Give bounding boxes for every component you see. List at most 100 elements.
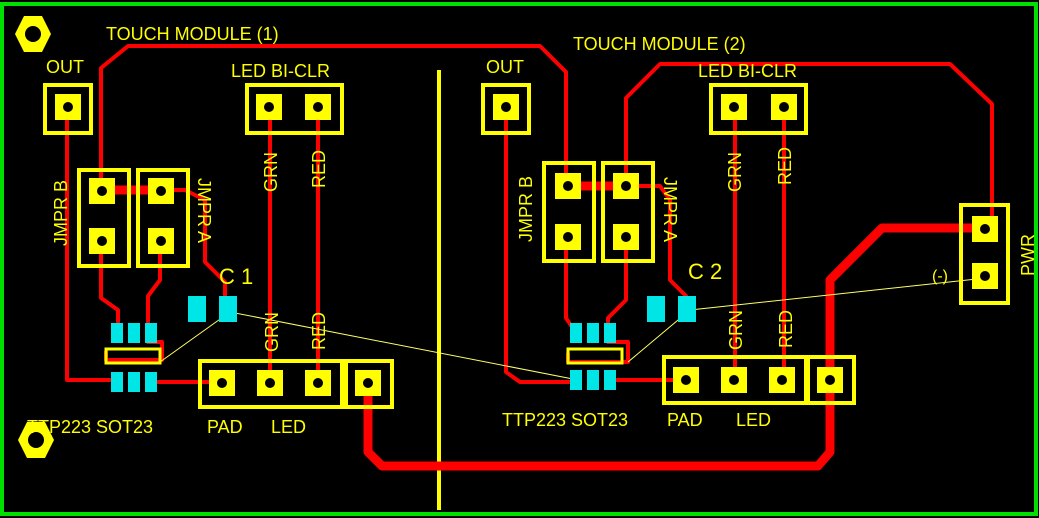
smd-pad: [570, 323, 582, 343]
smd-pad: [128, 372, 140, 392]
pwr-conn-outline: [806, 355, 856, 405]
trace: [504, 103, 576, 384]
jmpr-a-label: JMPR A: [194, 178, 214, 243]
cap-label: C 2: [688, 259, 722, 284]
smd-pad: [647, 296, 665, 322]
drill-hole: [729, 102, 739, 112]
drill-hole: [363, 378, 373, 388]
ttp223-label: TTP223 SOT23: [502, 410, 628, 430]
drill-hole: [980, 271, 990, 281]
out-label: OUT: [46, 57, 84, 77]
drill-hole: [313, 378, 323, 388]
module-title: TOUCH MODULE (2): [573, 34, 746, 54]
trace: [158, 188, 227, 310]
trace: [65, 103, 112, 382]
jmpr-b-label: JMPR B: [51, 180, 71, 246]
out-label: OUT: [486, 57, 524, 77]
module-title: TOUCH MODULE (1): [106, 24, 279, 44]
trace: [99, 44, 568, 192]
out-header-outline: [43, 83, 93, 135]
grn-label-lower: GRN: [262, 312, 282, 352]
drill-hole: [264, 102, 274, 112]
jmpr-a-label: JMPR A: [660, 177, 680, 242]
grn-label: GRN: [725, 152, 745, 192]
red-label-lower: RED: [776, 310, 796, 348]
jmpr-a-outline: [136, 168, 190, 268]
smd-pad: [219, 296, 237, 322]
led-biclr-header-outline: [709, 83, 808, 135]
grn-label: GRN: [261, 152, 281, 192]
drill-hole: [313, 102, 323, 112]
jmpr-b-outline: [77, 168, 131, 268]
neg-label: (-): [932, 268, 948, 285]
drill-hole: [729, 375, 739, 385]
pwr-header-outline: [959, 203, 1010, 305]
drill-hole: [563, 232, 573, 242]
led-label: LED: [736, 410, 771, 430]
drill-hole: [681, 375, 691, 385]
trace: [146, 238, 162, 332]
smd-pad: [145, 323, 157, 343]
drill-hole: [156, 186, 166, 196]
smd-pad: [145, 372, 157, 392]
grn-label-lower: GRN: [726, 310, 746, 350]
red-label: RED: [309, 150, 329, 188]
drill-hole: [501, 102, 511, 112]
smd-pad: [678, 296, 696, 322]
smd-pad: [604, 370, 616, 390]
led-biclr-header-outline: [245, 83, 344, 135]
labels-module-2: TOUCH MODULE (2) OUT LED BI-CLR GRN RED …: [486, 34, 797, 430]
mounting-hole-bottom-left: [18, 422, 54, 458]
jmpr-b-label: JMPR B: [516, 176, 536, 242]
smd-pad: [604, 323, 616, 343]
smd-pad: [111, 372, 123, 392]
ttp223-outline: [566, 347, 624, 365]
drill-hole: [97, 186, 107, 196]
smd-pad: [587, 323, 599, 343]
drill-hole: [980, 224, 990, 234]
led-biclr-label: LED BI-CLR: [698, 61, 797, 81]
jmpr-b-outline: [542, 161, 596, 263]
power-trace: [363, 223, 987, 471]
labels-module-1: TOUCH MODULE (1) OUT LED BI-CLR GRN RED …: [27, 24, 330, 437]
drill-hole: [779, 102, 789, 112]
led-label: LED: [271, 417, 306, 437]
smd-pad: [128, 323, 140, 343]
trace: [99, 238, 120, 332]
cap-label: C 1: [219, 264, 253, 289]
labels-power: PWR (-): [932, 234, 1038, 285]
ttp223-label: TTP223 SOT23: [27, 417, 153, 437]
drill-hole: [156, 236, 166, 246]
drill-hole: [621, 232, 631, 242]
led-biclr-label: LED BI-CLR: [231, 61, 330, 81]
pad-label: PAD: [207, 417, 243, 437]
pwr-label: PWR: [1018, 234, 1038, 276]
smd-pad: [111, 323, 123, 343]
ttp223-outline: [104, 347, 162, 365]
smd-pad: [587, 370, 599, 390]
drill-hole: [217, 378, 227, 388]
silkscreen: [43, 83, 1010, 409]
mounting-hole-top-left: [15, 16, 51, 52]
smd-pad: [570, 370, 582, 390]
jmpr-a-outline: [601, 161, 655, 263]
red-label-lower: RED: [309, 312, 329, 350]
drill-hole: [265, 378, 275, 388]
pad-label: PAD: [667, 410, 703, 430]
red-label: RED: [775, 147, 795, 185]
drill-hole: [63, 102, 73, 112]
drill-hole: [825, 375, 835, 385]
out-header-outline: [481, 83, 531, 135]
smd-pads: [111, 296, 696, 392]
smd-pad: [188, 296, 206, 322]
pwr-conn-outline: [344, 359, 394, 409]
drill-hole: [97, 236, 107, 246]
trace: [624, 62, 994, 228]
pad-led-outline: [198, 359, 344, 409]
drill-hole: [777, 375, 787, 385]
drill-holes: [63, 102, 990, 388]
drill-hole: [563, 181, 573, 191]
drill-hole: [621, 181, 631, 191]
